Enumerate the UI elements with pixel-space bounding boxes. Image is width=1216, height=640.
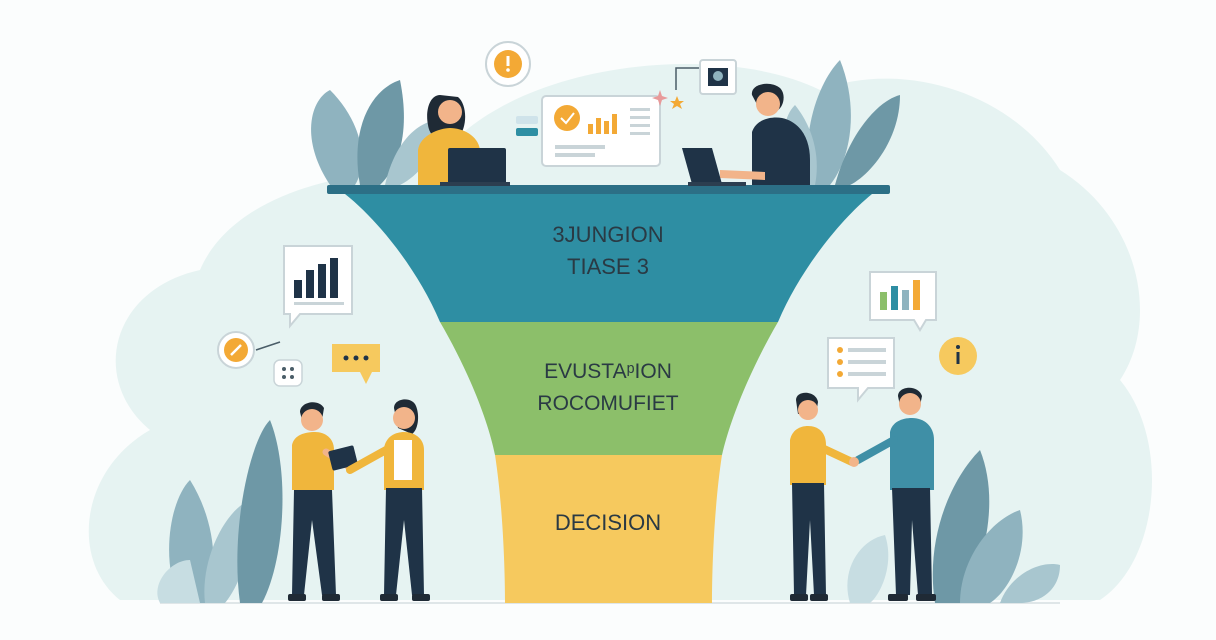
list-icon (827, 337, 895, 403)
man-shaking-hands-right (849, 387, 936, 601)
stage-2-label-line-1: EVUSTAᵖION (544, 360, 672, 383)
image-card-icon (675, 59, 737, 95)
woman-shaking-hands-left (346, 399, 430, 601)
man-top-right (720, 83, 810, 185)
bar-chart-icon-right (869, 271, 937, 332)
sparkle-icon (652, 90, 668, 106)
laptop-icon (440, 148, 510, 186)
laptop-icon-right (682, 148, 746, 186)
stage-2-label-line-2: ROCOMUFIET (537, 392, 678, 415)
speech-bubble-icon (332, 344, 380, 384)
woman-shaking-hands-right (790, 392, 856, 601)
link-bubble-icon (217, 331, 281, 369)
leaf-plant-top-left (311, 80, 440, 185)
star-icon (670, 96, 684, 109)
stage-3-label-line-1: DECISION (555, 510, 661, 535)
alert-icon (485, 41, 531, 87)
bar-chart-icon (283, 245, 353, 329)
tablet-icon (328, 445, 358, 471)
dashboard-icon (541, 95, 661, 167)
funnel-stage-3 (495, 455, 722, 603)
funnel-stage-2 (440, 322, 778, 455)
leaf-plant-bottom-left (157, 420, 283, 603)
funnel-stage-1 (345, 194, 872, 322)
funnel-rim (327, 185, 890, 194)
leaf-plant-bottom-right (847, 450, 1060, 603)
stage-1-label-line-2: TIASE 3 (567, 254, 649, 279)
info-icon (939, 337, 977, 375)
more-icon (273, 359, 303, 387)
link-tags-icon (516, 116, 538, 136)
stage-1-label-line-1: 3JUNGION (552, 222, 663, 247)
